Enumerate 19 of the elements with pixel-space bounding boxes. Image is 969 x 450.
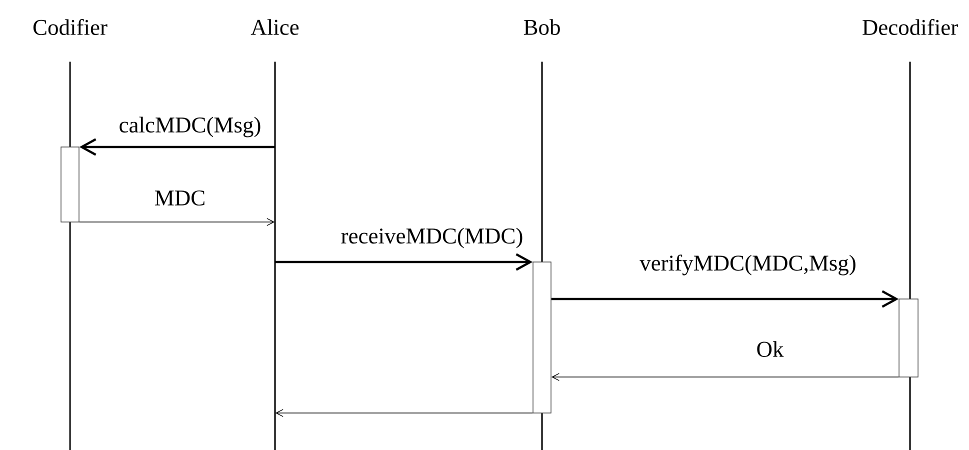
lifeline-label: Bob: [524, 19, 560, 35]
message-arrow: [551, 373, 900, 381]
message-label: Ok: [757, 341, 784, 357]
lifeline-label: Decodifier: [862, 18, 958, 36]
message-arrow: [275, 409, 534, 417]
message-arrow: [79, 138, 275, 156]
message-label: MDC: [155, 190, 204, 206]
activation-bar: [898, 298, 918, 378]
message-arrow: [79, 218, 275, 226]
message-label: calcMDC(Msg): [120, 116, 260, 138]
message-arrow: [551, 290, 899, 308]
lifeline: [274, 62, 276, 450]
lifeline-label: Alice: [250, 19, 299, 35]
lifeline-label: Codifier: [33, 18, 108, 36]
activation-bar: [532, 262, 552, 414]
message-arrow: [275, 253, 533, 271]
message-label: receiveMDC(MDC): [341, 228, 522, 248]
message-label: verifyMDC(MDC,Msg): [640, 254, 856, 276]
activation-bar: [60, 146, 80, 222]
